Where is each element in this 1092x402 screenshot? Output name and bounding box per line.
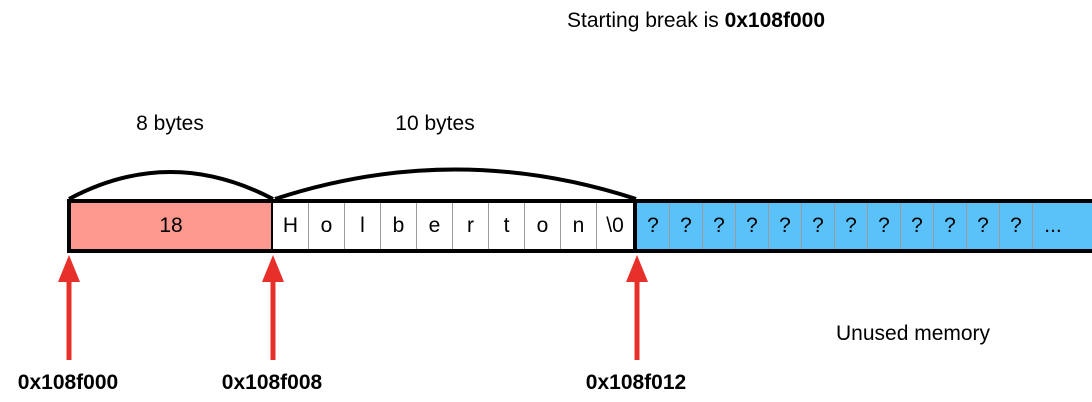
header-size-label: 8 bytes [136,112,204,135]
string-cell: o [525,203,561,249]
string-cell: H [273,203,309,249]
address-label-break: 0x108f012 [585,371,687,394]
pointer-arrow-head [262,255,284,282]
header-value: 18 [159,214,183,237]
unused-cell: ? [670,203,703,249]
address-label-string: 0x108f008 [221,371,323,394]
string-cell: b [381,203,417,249]
string-cell: n [561,203,597,249]
pointer-arrow-head [58,255,80,282]
unused-cell: ? [637,203,670,249]
unused-cell: ... [1044,214,1062,237]
unused-cell: ? [901,203,934,249]
unused-cell: ? [1000,203,1033,249]
header-span-arc [68,170,274,201]
string-size-label: 10 bytes [395,112,475,135]
diagram-title: Starting break is 0x108f000 [567,9,825,33]
header-block: 18 [67,203,273,249]
title-prefix: Starting break is [567,9,725,32]
address-label-start: 0x108f000 [17,371,119,394]
unused-block: ????????????... [637,203,1092,249]
unused-cell: ? [736,203,769,249]
string-cell: t [489,203,525,249]
string-cell: r [453,203,489,249]
pointer-arrow-head [626,255,648,282]
title-address: 0x108f000 [724,9,826,32]
unused-cell: ? [934,203,967,249]
unused-cell: ? [703,203,736,249]
string-span-arc [274,167,637,201]
unused-cell: ? [769,203,802,249]
string-cell: e [417,203,453,249]
string-cell: o [309,203,345,249]
unused-memory-label: Unused memory [836,322,991,345]
unused-cell: ? [967,203,1000,249]
unused-cell: ? [835,203,868,249]
string-cell: l [345,203,381,249]
string-cell: \0 [606,214,624,237]
unused-cell: ? [802,203,835,249]
unused-cell: ? [868,203,901,249]
